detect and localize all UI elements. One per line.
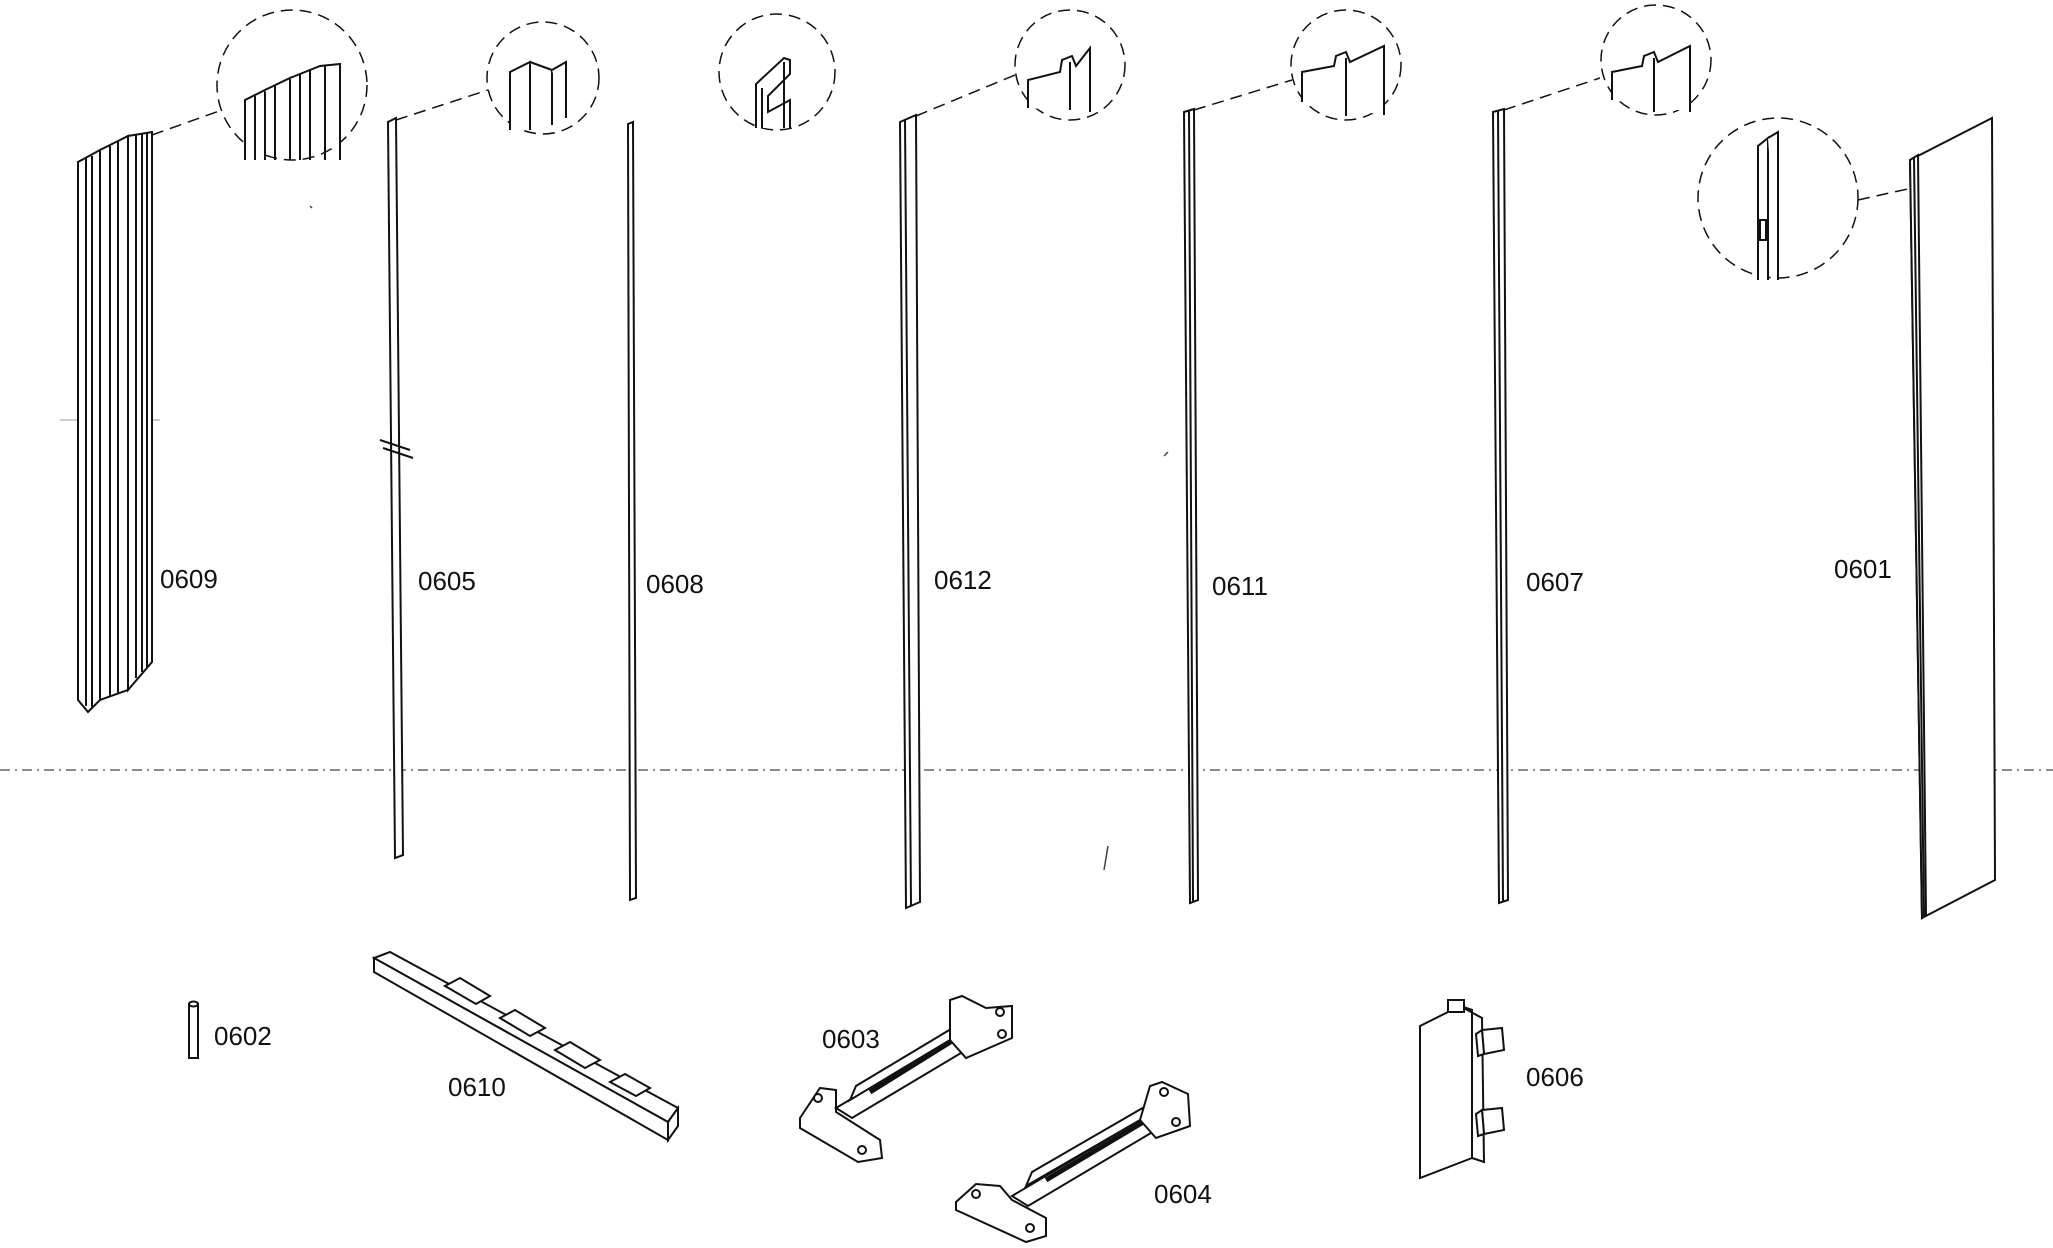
detail-callout-0607 xyxy=(1503,4,1712,116)
part-0607[interactable] xyxy=(1491,107,1510,905)
part-0604[interactable] xyxy=(955,1080,1192,1244)
stray-marks xyxy=(309,205,1169,871)
label-0611: 0611 xyxy=(1212,571,1268,601)
label-0610: 0610 xyxy=(448,1072,506,1102)
label-0609: 0609 xyxy=(160,564,218,594)
part-0610[interactable] xyxy=(371,950,680,1144)
detail-callout-0605 xyxy=(395,21,600,135)
detail-callout-0609 xyxy=(151,9,368,161)
part-0602[interactable] xyxy=(188,1000,199,1059)
detail-callout-0608 xyxy=(718,13,836,131)
part-0605[interactable] xyxy=(379,116,414,860)
part-0611[interactable] xyxy=(1182,107,1200,905)
detail-callout-0612 xyxy=(915,9,1126,121)
detail-callout-0611 xyxy=(1193,9,1402,121)
part-0601[interactable] xyxy=(1908,116,1997,920)
label-0604: 0604 xyxy=(1154,1179,1212,1209)
part-0612[interactable] xyxy=(898,113,922,910)
label-0612: 0612 xyxy=(934,565,992,595)
part-0606[interactable] xyxy=(1419,999,1506,1180)
label-0608: 0608 xyxy=(646,569,704,599)
label-0603: 0603 xyxy=(822,1024,880,1054)
label-0605: 0605 xyxy=(418,566,476,596)
label-0602: 0602 xyxy=(214,1021,272,1051)
label-0607: 0607 xyxy=(1526,567,1584,597)
part-0608[interactable] xyxy=(626,120,638,902)
label-0601: 0601 xyxy=(1834,554,1892,584)
detail-callout-0601 xyxy=(1697,117,1913,280)
part-0609[interactable] xyxy=(77,130,153,714)
label-0606: 0606 xyxy=(1526,1062,1584,1092)
part-0603[interactable] xyxy=(799,994,1013,1164)
